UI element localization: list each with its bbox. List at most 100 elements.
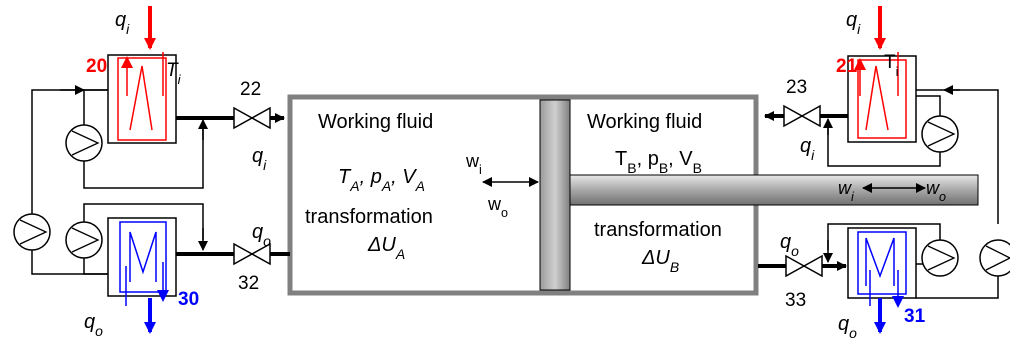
chamber-b-title: Working fluid <box>587 111 702 133</box>
symbol-base: V <box>402 166 417 188</box>
left-cold-coil <box>129 231 157 282</box>
right-hot-flow-label: qi <box>800 135 815 163</box>
symbol-subscript: o <box>791 243 799 259</box>
chamber-a-state: TA, pA, VA <box>338 166 425 194</box>
right-hot-temp-label: Ti <box>884 52 899 79</box>
symbol-base: q <box>252 145 263 167</box>
right-hot-pump-glyph <box>927 121 956 147</box>
chamber-a-title: Working fluid <box>318 111 433 133</box>
symbol-subscript: B <box>670 259 679 275</box>
left-hot-valve-label: 22 <box>240 79 261 100</box>
right-cold-pump-icon <box>921 239 959 277</box>
left-cold-pump-icon <box>65 221 103 259</box>
left-hot-loop-2b <box>83 125 204 189</box>
symbol-subscript: i <box>896 64 899 79</box>
chamber-a-energy: ΔUA <box>367 234 405 262</box>
right-cold-coil <box>865 237 895 286</box>
symbol-base: ΔU <box>367 234 396 256</box>
symbol-subscript: i <box>178 72 182 87</box>
left-hot-temp-label: Ti <box>166 60 182 87</box>
symbol-base: w <box>926 178 940 198</box>
symbol-subscript: i <box>851 190 855 204</box>
left-hot-pump-icon <box>65 124 103 162</box>
left-hot-valve-icon-2 <box>250 106 271 130</box>
left-hot-heat-label: qi <box>115 9 130 37</box>
right-hot-valve-icon-2 <box>800 104 821 128</box>
symbol-subscript: i <box>479 163 482 177</box>
symbol-base: q <box>800 135 811 157</box>
symbol-subscript: B <box>627 160 636 176</box>
symbol-base: p <box>648 148 659 170</box>
symbol-base: q <box>252 221 263 243</box>
right-cold-port-label: 31 <box>904 306 926 327</box>
right-cold-heat-label: qo <box>838 313 857 339</box>
symbol-base: q <box>846 9 857 31</box>
right-hot-pump-icon <box>921 115 959 153</box>
right-hot-exchanger-inner <box>857 59 907 139</box>
left-hot-loop-2 <box>83 89 108 126</box>
work-out-rod-label: wo <box>926 178 946 204</box>
right-outer-pump-icon <box>979 239 1010 277</box>
right-hot-valve-icon <box>783 104 804 128</box>
right-hot-port-label: 21 <box>836 56 858 77</box>
right-cold-outer-loop <box>916 276 999 299</box>
symbol-base: q <box>780 231 791 253</box>
left-outer-pump-glyph <box>19 219 48 245</box>
symbol-subscript: i <box>126 21 130 37</box>
right-cold-valve-icon-2 <box>802 254 823 278</box>
symbol-subscript: o <box>95 323 103 339</box>
work-out-left-label: wo <box>487 194 508 220</box>
chamber-b-state: TB, pB, VB <box>615 148 702 176</box>
symbol-subscript: i <box>857 21 861 37</box>
symbol-base: q <box>84 311 95 333</box>
symbol-base: T <box>338 166 352 188</box>
chamber-b-energy: ΔUB <box>641 247 679 275</box>
symbol-base: V <box>679 148 693 170</box>
symbol-subscript: B <box>693 160 702 176</box>
right-cold-valve-label: 33 <box>785 290 806 311</box>
symbol-subscript: A <box>415 178 425 194</box>
left-hot-coil <box>129 65 153 131</box>
symbol-subscript: A <box>395 246 405 262</box>
left-cold-pump-glyph <box>71 227 100 253</box>
symbol-base: w <box>465 151 480 171</box>
symbol-base: ΔU <box>641 247 670 269</box>
right-hot-heat-label: qi <box>846 9 861 37</box>
symbol-base: T <box>884 52 896 73</box>
left-hot-port-label: 20 <box>86 56 107 77</box>
symbol-base: w <box>487 194 502 214</box>
chamber-a-process: transformation <box>305 206 433 228</box>
symbol-base: T <box>166 60 179 81</box>
left-cold-outer-loop <box>31 250 108 275</box>
symbol-base: q <box>115 9 126 31</box>
symbol-subscript: o <box>939 190 946 204</box>
left-cold-valve-label: 32 <box>238 273 259 294</box>
piston-rod <box>569 174 979 206</box>
right-cold-pump-glyph <box>927 245 956 271</box>
left-cold-valve-icon <box>233 242 254 266</box>
symbol-subscript: A <box>349 178 359 194</box>
symbol-separator: , <box>391 166 402 188</box>
right-hot-valve-label: 23 <box>786 77 807 98</box>
left-hot-exchanger-inner <box>117 57 167 141</box>
left-cold-loop-2 <box>83 258 108 275</box>
left-cold-flow-label: qo <box>252 221 271 249</box>
right-cold-exchanger <box>847 227 917 299</box>
right-hot-coil <box>865 65 889 131</box>
left-hot-valve-icon <box>233 106 254 130</box>
left-hot-pump-glyph <box>71 130 100 156</box>
symbol-subscript: o <box>849 325 857 339</box>
symbol-separator: , <box>668 148 679 170</box>
symbol-subscript: B <box>659 160 668 176</box>
right-hot-loop-2b <box>827 125 941 167</box>
left-cold-heat-label: qo <box>84 311 103 339</box>
chamber-b-process: transformation <box>594 219 722 241</box>
symbol-subscript: i <box>811 147 815 163</box>
work-in-left-label: wi <box>465 151 482 177</box>
symbol-base: T <box>615 148 627 170</box>
symbol-base: w <box>838 178 852 198</box>
left-cold-exchanger-inner <box>119 221 167 293</box>
symbol-separator: , <box>360 166 371 188</box>
right-cold-exchanger-inner <box>857 231 907 295</box>
left-outer-pump-icon <box>13 213 51 251</box>
